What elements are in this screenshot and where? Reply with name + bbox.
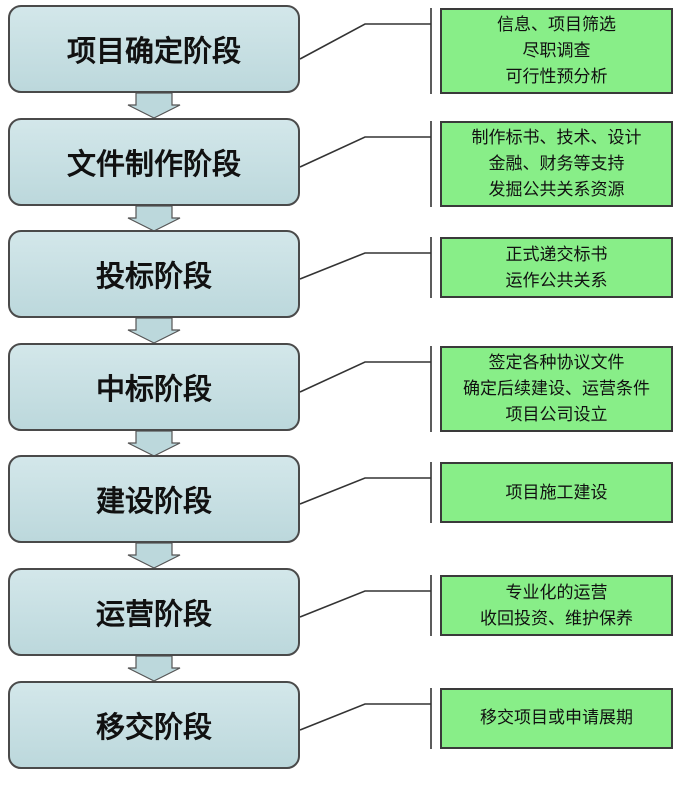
stage-box: 建设阶段 xyxy=(8,455,300,544)
note-line: 移交项目或申请展期 xyxy=(480,708,633,729)
note-line: 发掘公共关系资源 xyxy=(488,179,625,200)
note-line: 收回投资、维护保养 xyxy=(480,608,633,629)
stage-row: 文件制作阶段 制作标书、技术、设计金融、财务等支持发掘公共关系资源 xyxy=(0,117,680,228)
note-line: 信息、项目筛选 xyxy=(497,15,616,35)
stage-notes-box: 签定各种协议文件确定后续建设、运营条件项目公司设立 xyxy=(440,345,673,432)
stage-title: 建设阶段 xyxy=(95,484,212,519)
note-line: 可行性预分析 xyxy=(505,67,608,87)
stage-title: 文件制作阶段 xyxy=(66,146,241,181)
stage-box: 运营阶段 xyxy=(8,568,300,656)
stage-row: 项目确定阶段 信息、项目筛选尽职调查可行性预分析 xyxy=(0,5,680,115)
stage-title: 项目确定阶段 xyxy=(66,34,241,68)
note-line: 确定后续建设、运营条件 xyxy=(463,378,650,399)
down-arrow-icon xyxy=(127,430,181,457)
down-arrow-icon xyxy=(127,543,181,570)
note-line: 尽职调查 xyxy=(522,41,591,61)
stage-box: 项目确定阶段 xyxy=(8,5,300,93)
note-line: 运作公共关系 xyxy=(505,270,608,291)
note-line: 正式递交标书 xyxy=(505,244,608,265)
stage-row: 投标阶段 正式递交标书运作公共关系 xyxy=(0,230,680,340)
stage-notes-box: 制作标书、技术、设计金融、财务等支持发掘公共关系资源 xyxy=(440,120,673,207)
stage-notes-box: 信息、项目筛选尽职调查可行性预分析 xyxy=(440,8,673,94)
down-arrow-icon xyxy=(127,656,181,682)
note-line: 专业化的运营 xyxy=(505,582,608,603)
note-line: 签定各种协议文件 xyxy=(488,352,625,373)
stage-row: 建设阶段 项目施工建设 xyxy=(0,455,680,565)
stage-title: 运营阶段 xyxy=(95,597,212,631)
down-arrow-icon xyxy=(127,205,181,232)
stage-box: 文件制作阶段 xyxy=(8,117,300,206)
down-arrow-icon xyxy=(127,93,181,119)
stage-notes-box: 项目施工建设 xyxy=(440,462,673,524)
stage-title: 移交阶段 xyxy=(95,709,212,744)
stage-title: 投标阶段 xyxy=(95,259,212,294)
note-line: 金融、财务等支持 xyxy=(488,153,625,174)
stage-row: 移交阶段 移交项目或申请展期 xyxy=(0,680,680,791)
stage-title: 中标阶段 xyxy=(95,371,212,406)
note-line: 项目公司设立 xyxy=(505,404,608,425)
stage-notes-box: 移交项目或申请展期 xyxy=(440,687,673,749)
stage-notes-box: 专业化的运营收回投资、维护保养 xyxy=(440,575,673,636)
stage-box: 中标阶段 xyxy=(8,342,300,431)
stage-box: 移交阶段 xyxy=(8,680,300,769)
down-arrow-icon xyxy=(127,318,181,344)
note-line: 项目施工建设 xyxy=(505,482,608,503)
stage-box: 投标阶段 xyxy=(8,230,300,319)
note-line: 制作标书、技术、设计 xyxy=(471,127,642,148)
stage-row: 运营阶段 专业化的运营收回投资、维护保养 xyxy=(0,568,680,678)
stage-notes-box: 正式递交标书运作公共关系 xyxy=(440,237,673,299)
stage-row: 中标阶段 签定各种协议文件确定后续建设、运营条件项目公司设立 xyxy=(0,342,680,453)
